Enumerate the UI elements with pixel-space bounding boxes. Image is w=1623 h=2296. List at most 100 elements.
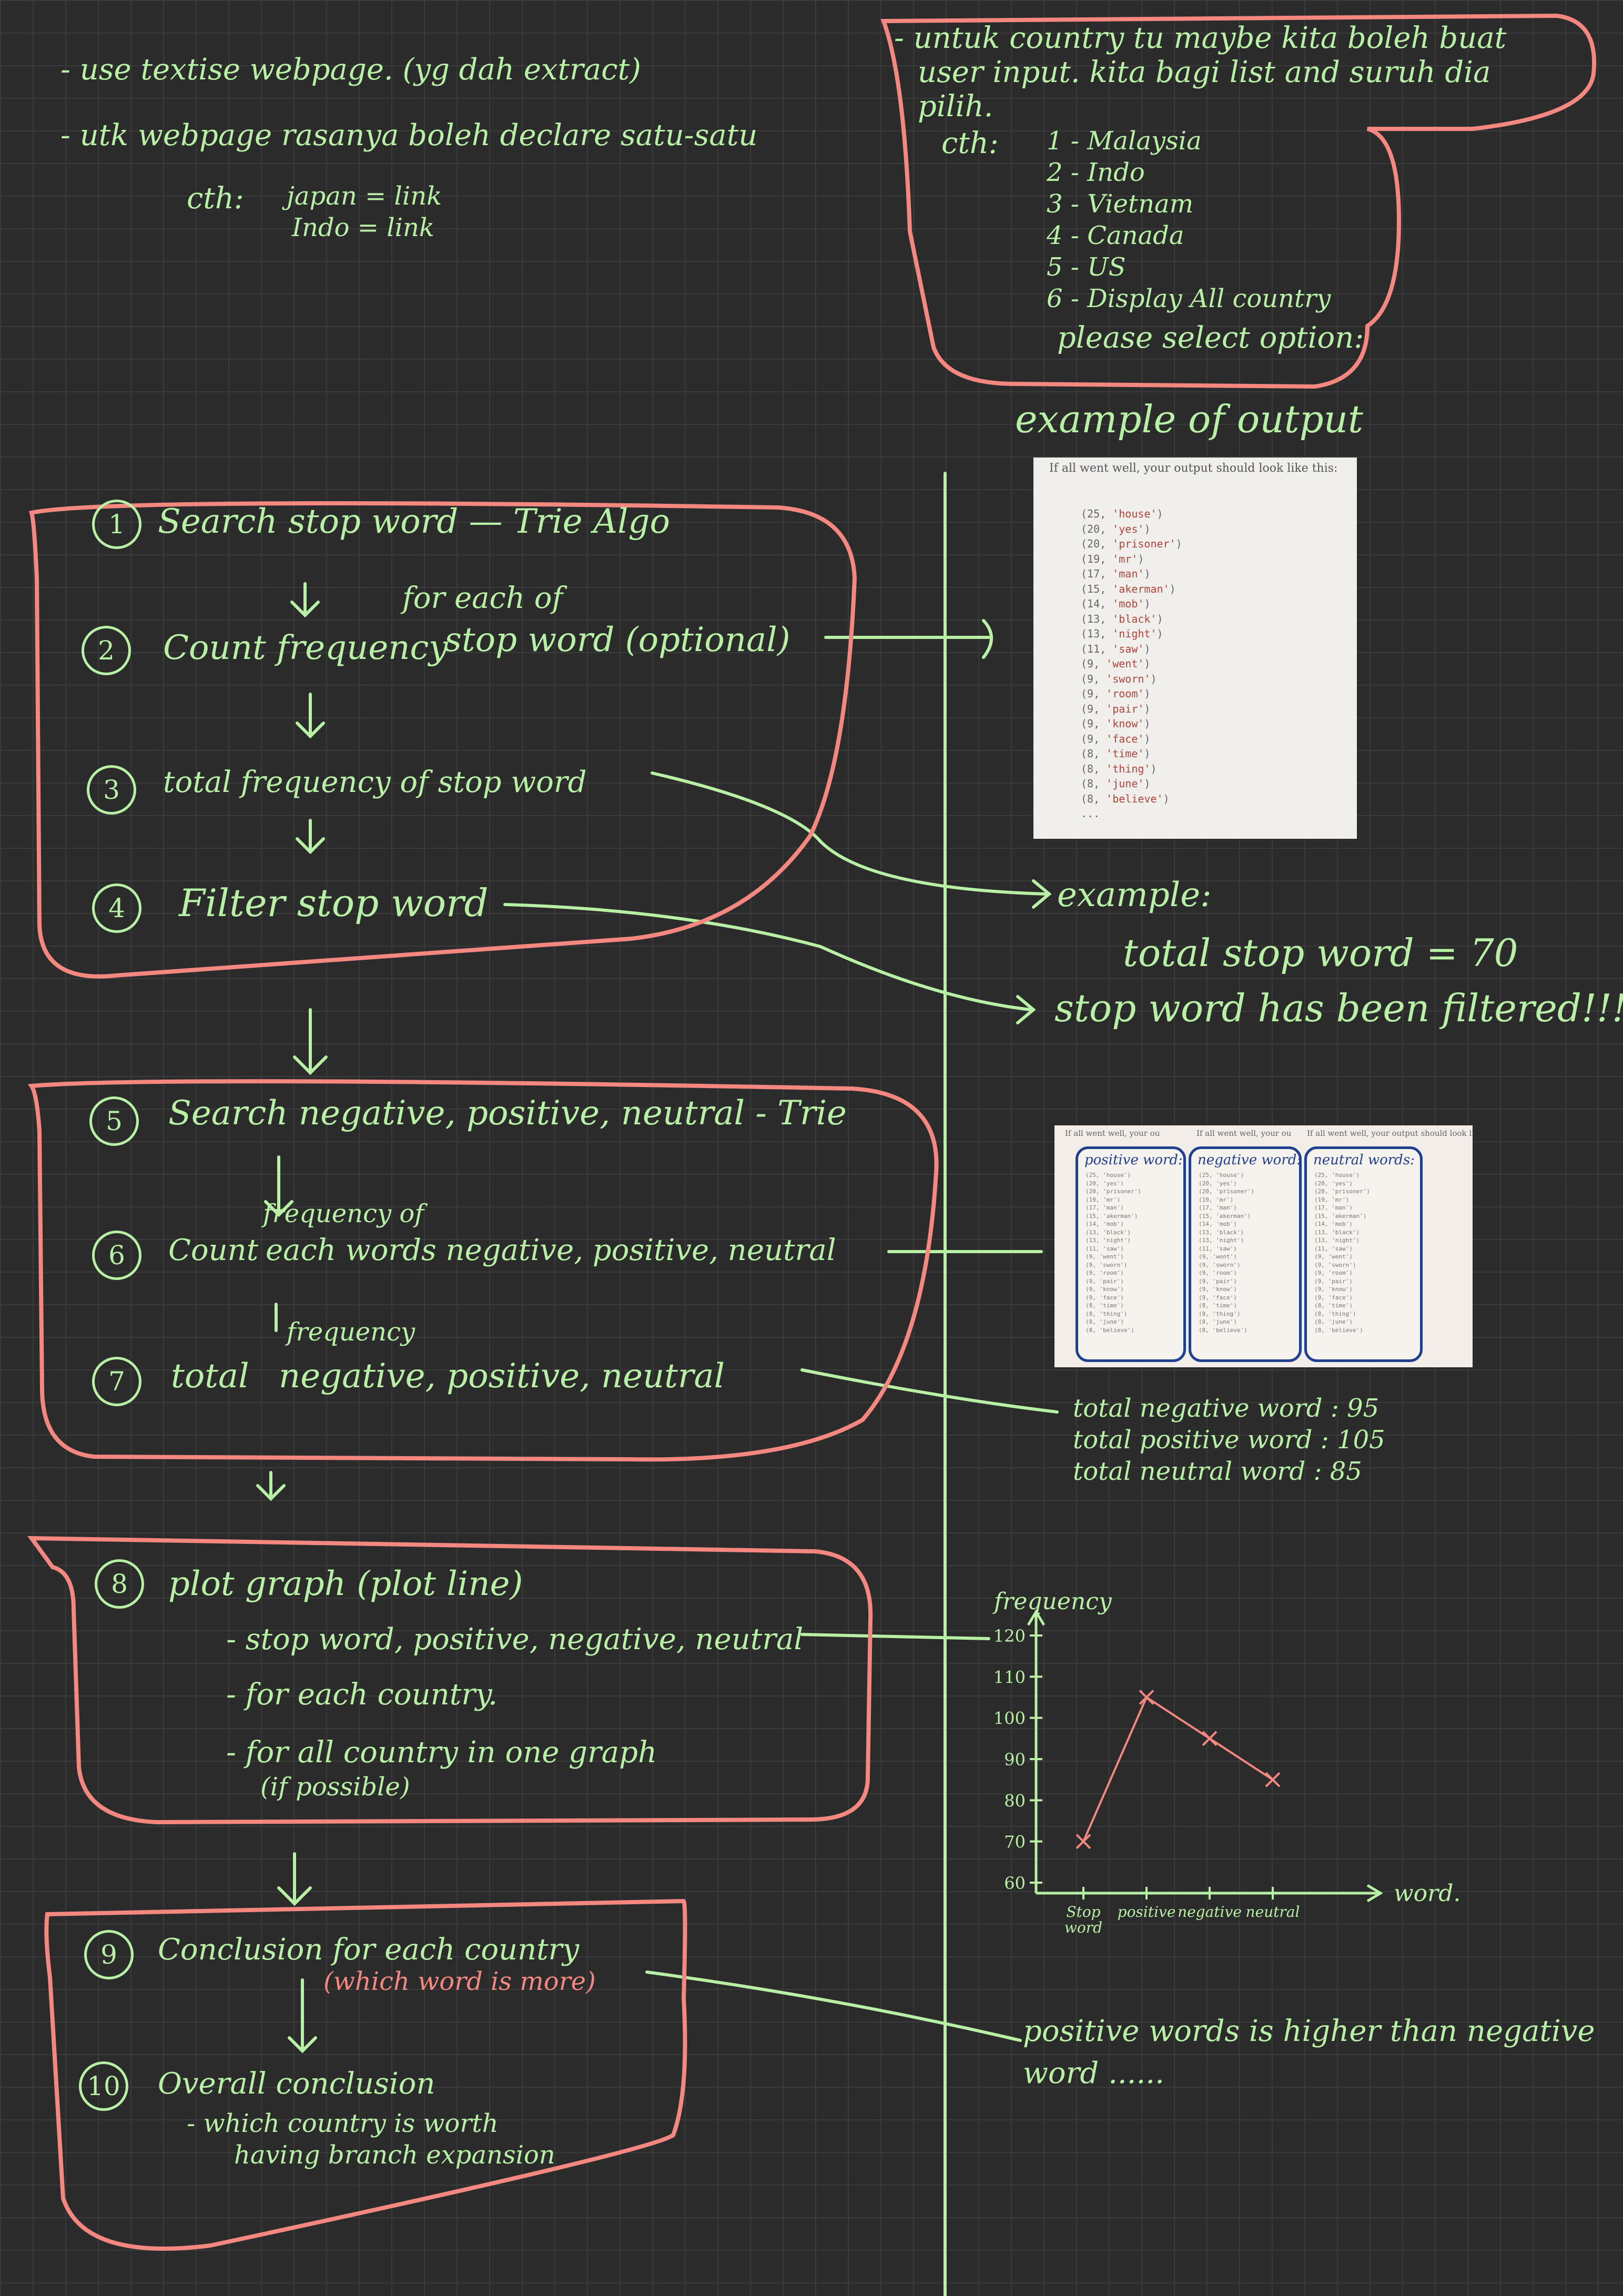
sentiment-row: (8, 'june') bbox=[1086, 1318, 1124, 1325]
sentiment-row: (8, 'time') bbox=[1086, 1302, 1124, 1309]
total-negative: total negative word : 95 bbox=[1073, 1394, 1379, 1423]
sentiment-row: (9, 'know') bbox=[1199, 1286, 1237, 1293]
arrowhead-step4 bbox=[1016, 995, 1036, 1024]
sentiment-row: (9, 'room') bbox=[1199, 1269, 1237, 1276]
arrowhead-2-3 bbox=[296, 722, 325, 739]
step-8-bullet-3: - for all country in one graph bbox=[226, 1735, 657, 1770]
sentiment-row: (20, 'prisoner') bbox=[1086, 1188, 1141, 1195]
neutral-column: neutral words: (25, 'house')(20, 'yes')(… bbox=[1304, 1146, 1423, 1362]
stop-output-row: (19, 'mr') bbox=[1081, 552, 1144, 565]
step-10-bullet-2: having branch expansion bbox=[234, 2140, 555, 2170]
connector-step3 bbox=[651, 771, 1048, 896]
sentiment-row: (17, 'man') bbox=[1086, 1204, 1124, 1211]
y-tick-label: 80 bbox=[1004, 1791, 1026, 1811]
note-cth: cth: bbox=[187, 181, 244, 216]
step-7-text: total bbox=[171, 1357, 249, 1396]
step-10-bullet-1: - which country is worth bbox=[187, 2109, 499, 2138]
step-4-text: Filter stop word bbox=[179, 881, 489, 925]
step-2-text2: stop word (optional) bbox=[444, 621, 790, 659]
country-prompt: please select option: bbox=[1057, 321, 1364, 355]
sentiment-row: (20, 'yes') bbox=[1086, 1180, 1124, 1187]
stop-output-row: (11, 'saw') bbox=[1081, 642, 1151, 655]
y-tick-label: 90 bbox=[1004, 1750, 1026, 1770]
sentiment-row: (13, 'night') bbox=[1314, 1237, 1360, 1244]
step-6-number: 6 bbox=[92, 1231, 141, 1280]
arrowhead-9-10 bbox=[288, 2036, 317, 2054]
step-8-bullet-4: (if possible) bbox=[260, 1772, 410, 1802]
step-9-text: Conclusion for each country bbox=[158, 1933, 580, 1967]
arrowhead-5-6 bbox=[264, 1200, 293, 1217]
frequency-line-chart: frequencyword.60708090100110120Stopwordp… bbox=[992, 1588, 1460, 1936]
example-filtered: stop word has been filtered!!! bbox=[1054, 986, 1623, 1030]
connector-step4 bbox=[503, 903, 1032, 1011]
sentiment-row: (19, 'mr') bbox=[1314, 1196, 1350, 1203]
step-7-insert: frequency bbox=[287, 1317, 415, 1347]
country-option-6: 6 - Display All country bbox=[1047, 284, 1331, 313]
series-line bbox=[1082, 1695, 1274, 1842]
negative-header: negative word: bbox=[1198, 1152, 1302, 1168]
x-tick-label: word bbox=[1064, 1919, 1102, 1936]
sentiment-row: (9, 'pair') bbox=[1199, 1277, 1237, 1285]
sentiment-row: (11, 'saw') bbox=[1314, 1245, 1353, 1252]
x-tick-label: positive bbox=[1118, 1903, 1176, 1921]
stop-output-row: (20, 'prisoner') bbox=[1081, 537, 1182, 550]
x-tick-label: negative bbox=[1178, 1903, 1242, 1921]
stop-output-row: (9, 'face') bbox=[1081, 732, 1151, 745]
x-axis-arrowhead bbox=[1366, 1884, 1383, 1903]
y-axis-label: frequency bbox=[992, 1588, 1112, 1615]
sentiment-row: (13, 'black') bbox=[1086, 1228, 1131, 1236]
sentiment-row: (14, 'mob') bbox=[1314, 1221, 1353, 1227]
sentiment-row: (13, 'night') bbox=[1199, 1237, 1244, 1244]
sentiment-row: (19, 'mr') bbox=[1199, 1196, 1234, 1203]
sentiment-row: (15, 'akerman') bbox=[1199, 1212, 1251, 1220]
sentiment-row: (20, 'prisoner') bbox=[1199, 1188, 1254, 1195]
sentiment-row: (8, 'believe') bbox=[1086, 1326, 1134, 1334]
sentiment-row: (15, 'akerman') bbox=[1314, 1212, 1367, 1220]
sentiment-row: (15, 'akerman') bbox=[1086, 1212, 1138, 1220]
step-1-number: 1 bbox=[92, 500, 141, 549]
stop-output-caption: If all went well, your output should loo… bbox=[1049, 462, 1338, 475]
sentiment-row: (9, 'went') bbox=[1086, 1253, 1124, 1260]
example-total-stop: total stop word = 70 bbox=[1123, 931, 1518, 975]
data-point bbox=[1265, 1772, 1281, 1787]
sentiment-row: (11, 'saw') bbox=[1199, 1245, 1237, 1252]
stop-output-row: (9, 'pair') bbox=[1081, 702, 1151, 715]
neutral-rows: (25, 'house')(20, 'yes')(20, 'prisoner')… bbox=[1307, 1168, 1420, 1334]
stop-output-row: (9, 'sworn') bbox=[1081, 672, 1157, 685]
step-8-bullet-1: - stop word, positive, negative, neutral bbox=[226, 1622, 804, 1657]
step-2-insert: for each of bbox=[402, 581, 563, 615]
negative-rows: (25, 'house')(20, 'yes')(20, 'prisoner')… bbox=[1191, 1168, 1299, 1334]
note-indo: Indo = link bbox=[292, 213, 434, 242]
step-4-number: 4 bbox=[92, 883, 141, 933]
sentiment-row: (9, 'went') bbox=[1314, 1253, 1353, 1260]
sentiment-row: (8, 'thing') bbox=[1314, 1310, 1356, 1317]
box-steps-1-4 bbox=[28, 501, 857, 979]
step-9-number: 9 bbox=[84, 1930, 134, 1979]
step-10-text: Overall conclusion bbox=[158, 2067, 435, 2101]
sentiment-row: (8, 'thing') bbox=[1086, 1310, 1128, 1317]
country-option-5: 5 - US bbox=[1047, 252, 1126, 282]
total-neutral: total neutral word : 85 bbox=[1073, 1457, 1362, 1486]
sentiment-row: (20, 'yes') bbox=[1199, 1180, 1237, 1187]
sentiment-row: (8, 'believe') bbox=[1314, 1326, 1363, 1334]
step-6-insert: frequency of bbox=[263, 1199, 424, 1228]
total-positive: total positive word : 105 bbox=[1073, 1425, 1385, 1455]
sentiment-row: (9, 'went') bbox=[1199, 1253, 1237, 1260]
sentiment-row: (8, 'time') bbox=[1314, 1302, 1353, 1309]
sentiment-row: (9, 'room') bbox=[1086, 1269, 1124, 1276]
step-9-sub: (which word is more) bbox=[323, 1967, 596, 1996]
sentiment-row: (11, 'saw') bbox=[1086, 1245, 1124, 1252]
country-option-2: 2 - Indo bbox=[1047, 158, 1145, 187]
sentiment-row: (9, 'pair') bbox=[1086, 1277, 1124, 1285]
sentiment-row: (13, 'black') bbox=[1314, 1228, 1360, 1236]
sentiment-row: (17, 'man') bbox=[1314, 1204, 1353, 1211]
sentiment-row: (9, 'pair') bbox=[1314, 1277, 1353, 1285]
sentiment-row: (25, 'house') bbox=[1086, 1172, 1131, 1179]
sentiment-row: (9, 'sworn') bbox=[1199, 1261, 1241, 1268]
sentiment-row: (9, 'sworn') bbox=[1314, 1261, 1356, 1268]
stop-output-row: (17, 'man') bbox=[1081, 567, 1151, 580]
y-tick-label: 110 bbox=[993, 1667, 1026, 1687]
sentiment-row: (9, 'face') bbox=[1199, 1294, 1237, 1301]
example-title: example of output bbox=[1015, 397, 1363, 441]
country-option-4: 4 - Canada bbox=[1047, 221, 1184, 250]
